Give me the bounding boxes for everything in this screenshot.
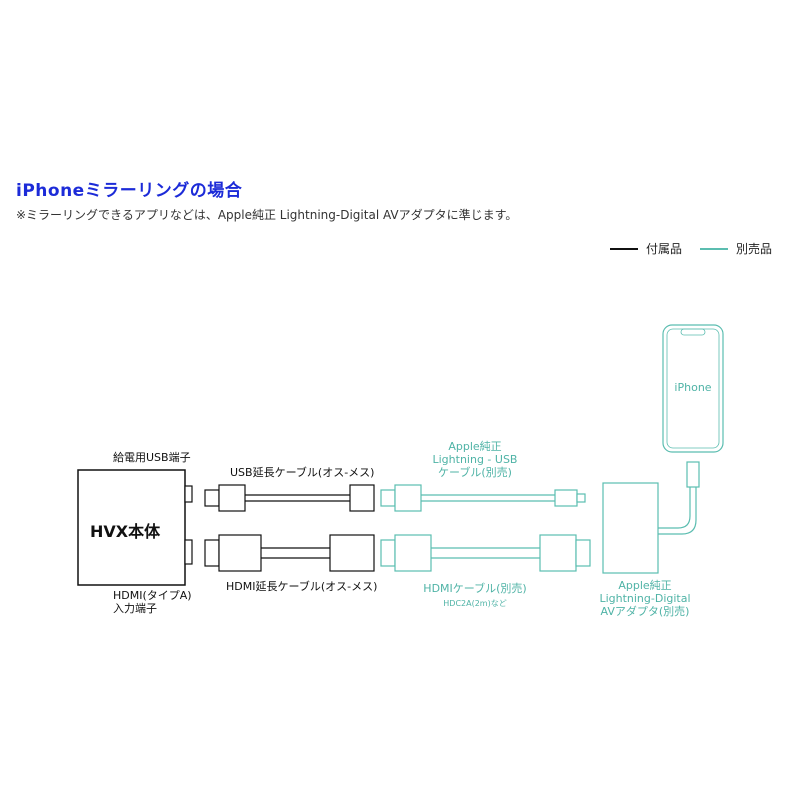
lightning-usb-label-line2: Lightning - USB: [432, 453, 518, 466]
page-title: iPhoneミラーリングの場合: [16, 181, 243, 201]
legend-included: 付属品: [610, 240, 682, 257]
hdmi-cable: [380, 534, 591, 572]
legend-separate-swatch: [700, 247, 728, 250]
usb-extension-cable-label: USB延長ケーブル(オス-メス): [230, 466, 375, 479]
hdmi-cable-label-line2: HDC2A(2m)など: [443, 599, 507, 608]
hdmi-extension-cable-label: HDMI延長ケーブル(オス-メス): [226, 580, 378, 593]
adapter-label-line1: Apple純正: [618, 579, 672, 592]
iphone-device: [662, 324, 724, 453]
hvx-hdmi-port: [184, 539, 193, 565]
hdmi-port-label-line2: 入力端子: [113, 602, 157, 615]
adapter-label-line2: Lightning-Digital: [599, 592, 691, 605]
lightning-usb-label-line1: Apple純正: [448, 440, 502, 453]
adapter-label-line3: AVアダプタ(別売): [600, 605, 690, 618]
compatibility-note: ※ミラーリングできるアプリなどは、Apple純正 Lightning-Digit…: [16, 208, 518, 222]
adapter-lightning-cable: [658, 487, 691, 529]
lightning-usb-label-line3: ケーブル(別売): [438, 466, 512, 479]
hdmi-port-label-line1: HDMI(タイプA): [113, 589, 192, 602]
lightning-usb-cable: [380, 484, 586, 512]
legend-included-label: 付属品: [646, 242, 683, 256]
hvx-body-label: HVX本体: [90, 522, 161, 541]
usb-port-label: 給電用USB端子: [113, 451, 191, 464]
adapter-lightning-plug: [686, 461, 700, 488]
legend-separate-label: 別売品: [736, 242, 773, 256]
usb-extension-cable: [204, 484, 375, 512]
iphone-label: iPhone: [674, 381, 712, 394]
av-adapter-box: [602, 482, 659, 574]
hvx-usb-port: [184, 485, 193, 503]
hvx-body-box: [77, 469, 186, 586]
legend-separate: 別売品: [700, 240, 772, 257]
hdmi-cable-label-line1: HDMIケーブル(別売): [423, 582, 527, 595]
legend-included-swatch: [610, 247, 638, 250]
hdmi-extension-cable: [204, 534, 375, 572]
